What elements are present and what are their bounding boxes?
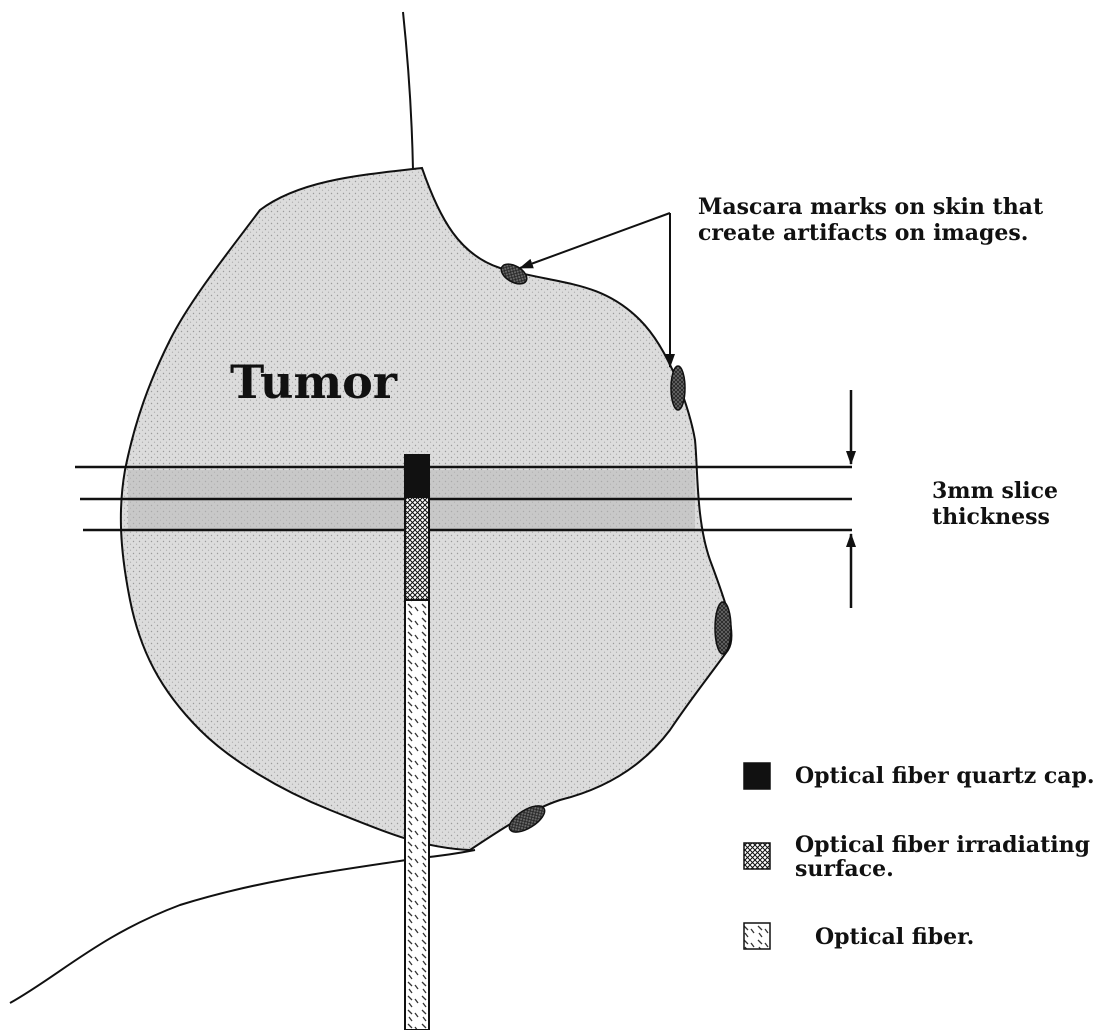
fiber-quartz-cap	[405, 455, 429, 497]
fiber-irradiating-surface	[405, 497, 429, 600]
mascara-mark-2	[671, 366, 685, 410]
slice-label-line1: 3mm slice	[932, 478, 1058, 504]
optical-fiber	[405, 600, 429, 1030]
legend-swatch-quartz-cap	[744, 763, 770, 789]
mascara-label-line1: Mascara marks on skin that	[698, 194, 1044, 220]
legend-label-quartz-cap: Optical fiber quartz cap.	[795, 763, 1095, 789]
legend-label-optical-fiber: Optical fiber.	[815, 924, 974, 950]
legend-swatch-optical-fiber	[744, 923, 770, 949]
legend: Optical fiber quartz cap. Optical fiber …	[744, 763, 1095, 950]
mascara-label-line2: create artifacts on images.	[698, 220, 1028, 246]
mascara-arrow-1	[520, 213, 670, 268]
slice-label-line2: thickness	[932, 504, 1050, 530]
legend-swatch-irradiating-surface	[744, 843, 770, 869]
tumor-label: Tumor	[230, 355, 398, 409]
legend-label-irradiating-line2: surface.	[795, 856, 894, 882]
legend-label-irradiating-line1: Optical fiber irradiating	[795, 832, 1090, 858]
mascara-mark-3	[715, 602, 731, 654]
